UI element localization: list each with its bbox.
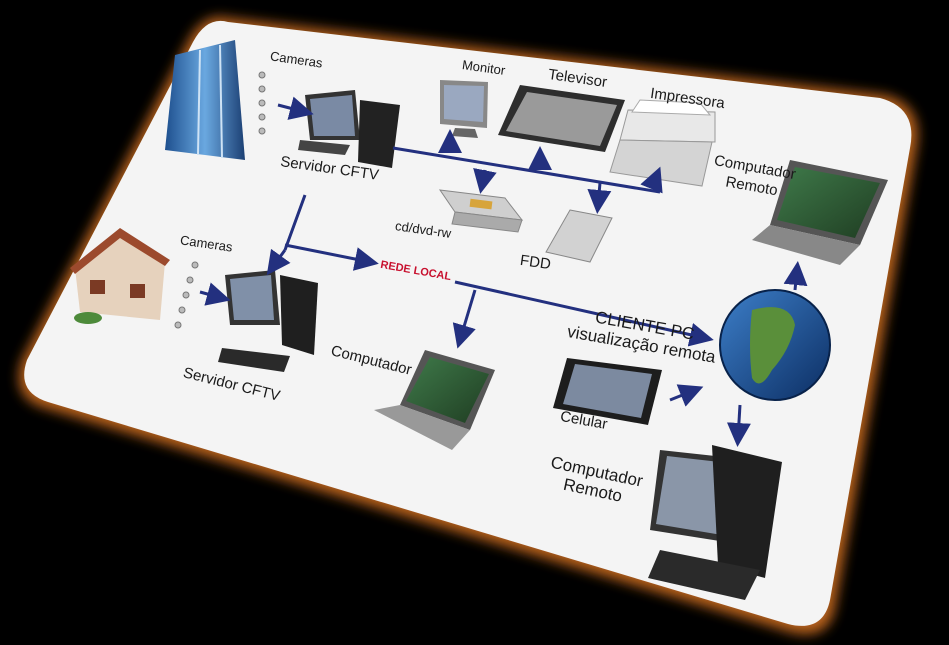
- monitor-icon: [440, 80, 488, 138]
- desktop-remote-bottom-icon: [648, 445, 782, 600]
- impressora-icon: [609, 99, 716, 187]
- laptop-computador-icon: [374, 350, 495, 450]
- cd-dvd-drive-icon: [438, 189, 524, 233]
- network-lines: [199, 96, 808, 447]
- server-cftv-house-icon: [218, 270, 318, 372]
- building-icon: [165, 40, 245, 160]
- server-cftv-top-icon: [298, 90, 400, 168]
- house-icon: [70, 228, 170, 324]
- televisor-icon: [498, 85, 625, 152]
- celular-icon: [553, 358, 662, 425]
- camera-icons-house: [174, 261, 199, 329]
- globe-icon: [719, 289, 831, 401]
- laptop-remote-top-icon: [752, 160, 888, 265]
- camera-icons-top: [258, 71, 266, 135]
- fdd-icon: [545, 209, 613, 263]
